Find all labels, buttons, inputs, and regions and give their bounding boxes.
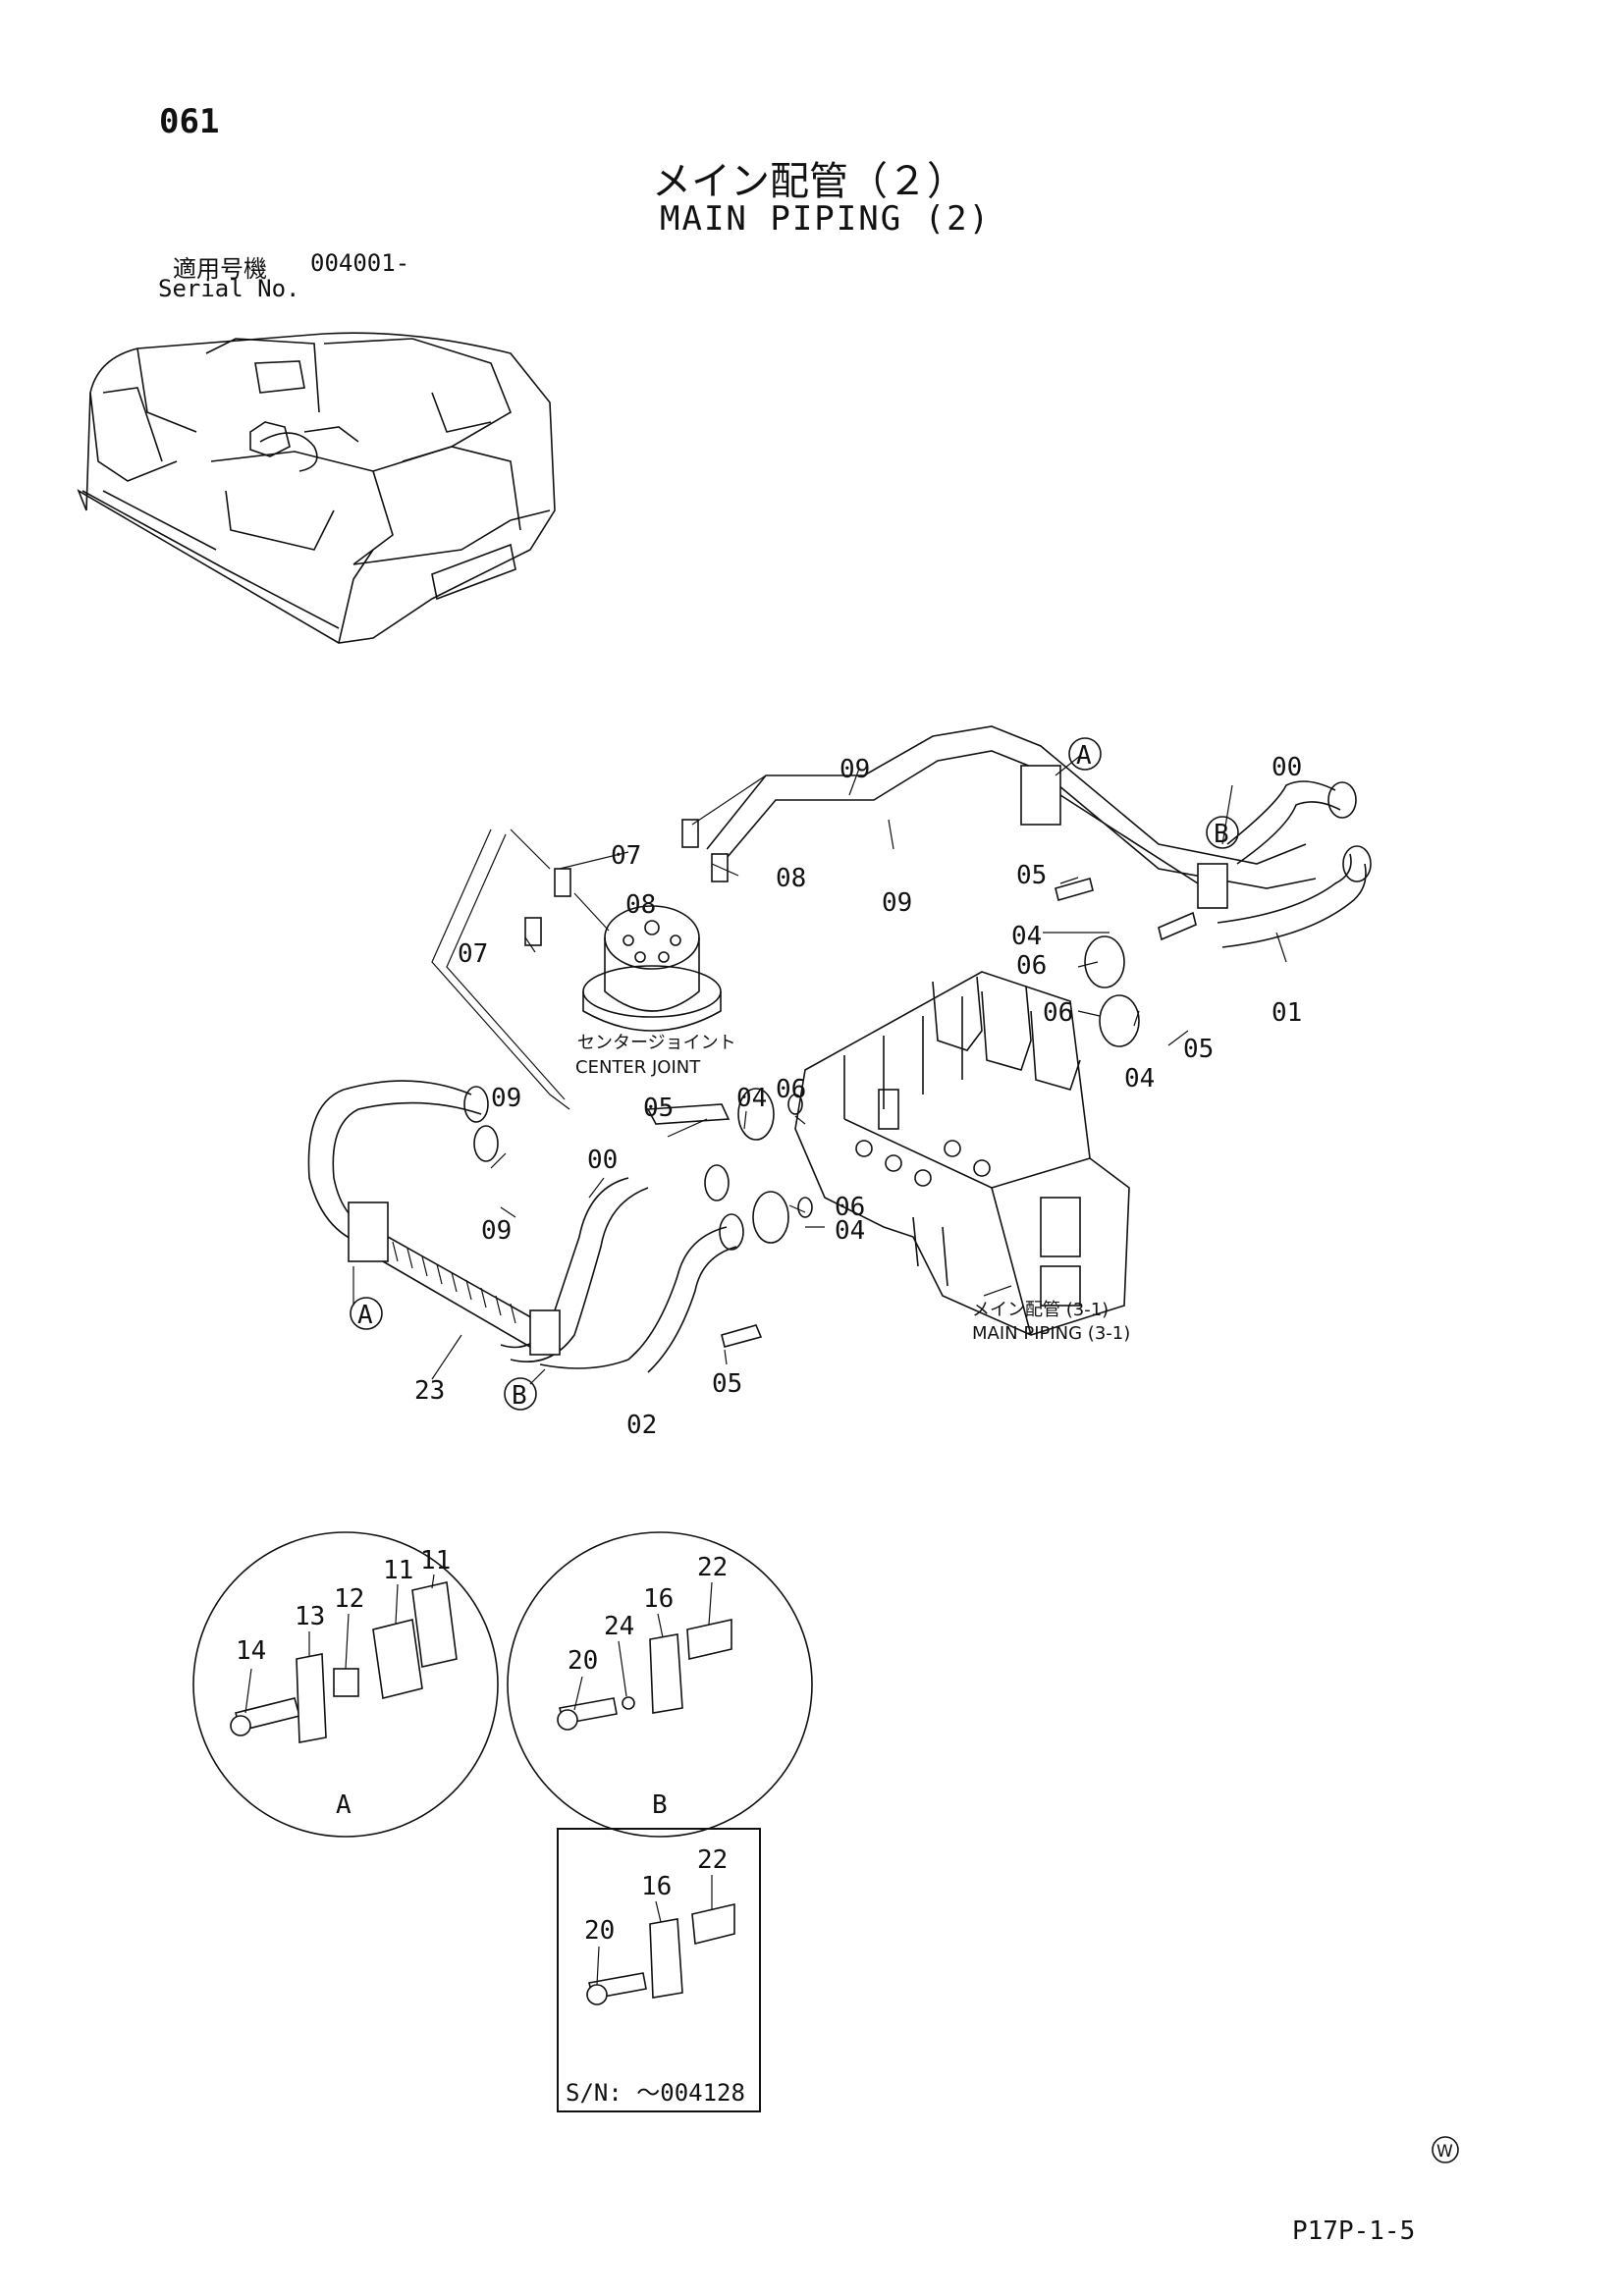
center-joint-label-en: CENTER JOINT: [575, 1057, 701, 1078]
detail-sn-callout-22: 22: [697, 1845, 728, 1875]
valve-flanges: [646, 878, 1197, 1348]
detail-sn-callout-16: 16: [641, 1872, 672, 1901]
center-joint-fittings: [431, 774, 767, 1110]
serial-range: 004001-: [310, 249, 410, 277]
callout-02: 02: [626, 1411, 657, 1440]
callout-01: 01: [1272, 998, 1302, 1028]
callout-09-upper-right: 09: [882, 888, 912, 918]
detail-b-callout-20: 20: [568, 1646, 598, 1676]
callout-05-lower: 05: [712, 1369, 742, 1399]
callout-00-lower: 00: [587, 1146, 618, 1175]
callout-04-right: 04: [1124, 1064, 1155, 1094]
callout-09-lower-lower: 09: [481, 1216, 512, 1246]
excavator-overview-illustration: [77, 332, 556, 644]
circled-w-mark: [1432, 2136, 1459, 2163]
detail-a-parts: [230, 1581, 458, 1743]
callout-06-mid: 06: [776, 1075, 806, 1104]
callout-08-left: 08: [625, 890, 656, 920]
page-number: 061: [159, 102, 220, 141]
callout-05-mid: 05: [643, 1094, 674, 1123]
control-valve: [794, 971, 1130, 1336]
upper-pipes: [706, 725, 1372, 948]
callout-00-upper: 00: [1272, 753, 1302, 782]
detail-b-parts: [557, 1619, 732, 1731]
callout-06-lower: 06: [835, 1193, 865, 1222]
detail-sn-parts: [586, 1902, 735, 2005]
main-piping-ref-jp: メイン配管 (3-1): [972, 1300, 1109, 1320]
ref-b-upper: B: [1214, 820, 1229, 849]
serial-detail-box: [557, 1828, 761, 2112]
callout-05-upper: 05: [1016, 861, 1047, 890]
callout-numbers: 00 00 01 02 04 04 04 04 05 05 05 05 06 0…: [414, 753, 1302, 1440]
detail-a-callout-11-left: 11: [383, 1556, 413, 1585]
circled-w-letter: W: [1436, 2142, 1453, 2162]
ref-b-lower: B: [512, 1381, 527, 1411]
detail-a-label: A: [336, 1790, 352, 1820]
callout-06-right: 06: [1043, 998, 1073, 1028]
callout-04-upper: 04: [1011, 922, 1042, 951]
page-code: P17P-1-5: [1292, 2216, 1416, 2246]
callout-06-upper: 06: [1016, 951, 1047, 981]
main-piping-ref-en: MAIN PIPING (3-1): [972, 1323, 1130, 1344]
detail-a-callout-11-right: 11: [420, 1546, 451, 1575]
detail-sn-callouts: 20 16 22: [584, 1845, 728, 1986]
leader-lines: [352, 755, 1287, 1385]
page-title-jp: メイン配管（２）: [652, 159, 966, 204]
detail-b-callout-24: 24: [604, 1612, 634, 1641]
detail-a-callout-12: 12: [334, 1584, 364, 1614]
callout-09-upper-left: 09: [839, 755, 870, 784]
serial-label-en: Serial No.: [158, 275, 300, 302]
callout-23: 23: [414, 1376, 445, 1406]
detail-b-label: B: [652, 1790, 668, 1820]
detail-b-callout-22: 22: [697, 1553, 728, 1582]
page-title-en: MAIN PIPING (2): [660, 199, 992, 239]
callout-05-right: 05: [1183, 1035, 1214, 1064]
detail-a-callout-13: 13: [295, 1602, 325, 1631]
detail-sn-callout-20: 20: [584, 1916, 615, 1946]
detail-a-callout-14: 14: [236, 1636, 266, 1666]
callout-07-upper: 07: [611, 841, 641, 871]
callout-09-lower-upper: 09: [491, 1084, 521, 1113]
detail-a-callouts: 14 13 12 11 11 A: [236, 1546, 451, 1820]
ref-a-lower: A: [357, 1301, 373, 1330]
ref-a-upper: A: [1076, 741, 1092, 771]
serial-detail-label: S/N: ～004128: [566, 2079, 745, 2107]
detail-a-circle: [192, 1531, 499, 1838]
callout-07-lower: 07: [458, 939, 488, 969]
callout-04-mid: 04: [736, 1084, 767, 1113]
detail-b-callouts: 20 24 16 22 B: [568, 1553, 728, 1820]
detail-b-callout-16: 16: [643, 1584, 674, 1614]
serial-label-jp: 適用号機: [173, 255, 267, 283]
callout-04-lower: 04: [835, 1216, 865, 1246]
reference-markers: A B A B: [350, 737, 1239, 1411]
detail-b-circle: [507, 1531, 813, 1838]
callout-08-right: 08: [776, 864, 806, 893]
center-joint: [582, 905, 722, 1032]
lower-hoses: [307, 1080, 744, 1373]
center-joint-label-jp: センタージョイント: [577, 1033, 736, 1053]
